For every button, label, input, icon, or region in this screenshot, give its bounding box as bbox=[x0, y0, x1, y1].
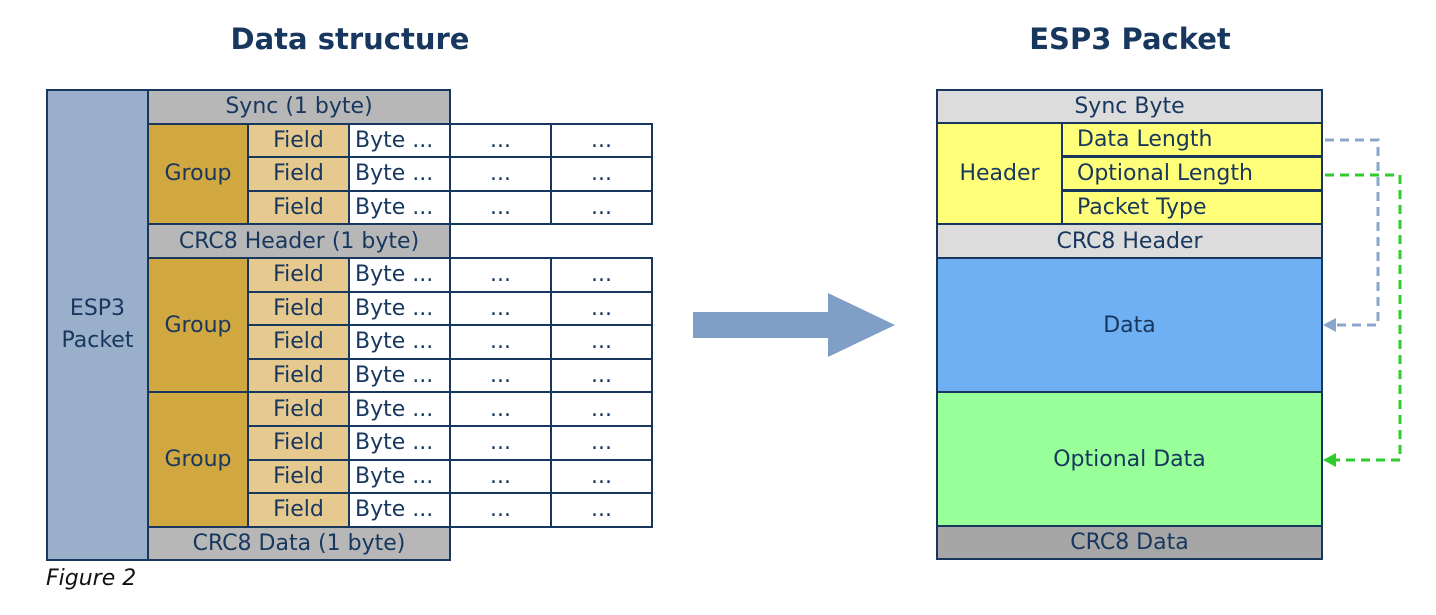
ellipsis-cell: ... bbox=[550, 458, 653, 495]
length-connectors bbox=[1323, 138, 1402, 467]
data-length-connector bbox=[1325, 138, 1380, 327]
byte-cell: Byte ... bbox=[348, 458, 451, 495]
transform-arrow-icon bbox=[693, 293, 895, 357]
ellipsis-cell: ... bbox=[449, 458, 552, 495]
field-cell: Field bbox=[247, 391, 350, 427]
group-box: Group bbox=[147, 391, 249, 528]
crc8-data-box: CRC8 Data bbox=[936, 525, 1323, 560]
byte-cell: Byte ... bbox=[348, 122, 451, 159]
data-length-field: Data Length bbox=[1061, 122, 1323, 157]
optional-length-connector bbox=[1325, 173, 1402, 462]
ellipsis-cell: ... bbox=[449, 290, 552, 327]
ellipsis-cell: ... bbox=[449, 357, 552, 394]
field-cell: Field bbox=[247, 357, 350, 394]
ellipsis-cell: ... bbox=[550, 391, 653, 427]
field-cell: Field bbox=[247, 290, 350, 327]
group-box: Group bbox=[147, 257, 249, 394]
field-cell: Field bbox=[247, 156, 350, 192]
optional-data-box: Optional Data bbox=[936, 391, 1323, 527]
sync-row: Sync (1 byte) bbox=[147, 89, 451, 125]
byte-cell: Byte ... bbox=[348, 290, 451, 327]
field-cell: Field bbox=[247, 492, 350, 528]
ellipsis-cell: ... bbox=[550, 324, 653, 360]
ellipsis-cell: ... bbox=[449, 425, 552, 461]
field-cell: Field bbox=[247, 458, 350, 495]
byte-cell: Byte ... bbox=[348, 425, 451, 461]
ellipsis-cell: ... bbox=[550, 357, 653, 394]
group-box: Group bbox=[147, 122, 249, 226]
ellipsis-cell: ... bbox=[449, 492, 552, 528]
ellipsis-cell: ... bbox=[550, 156, 653, 192]
data-length-arrowhead-icon bbox=[1323, 318, 1336, 332]
field-cell: Field bbox=[247, 324, 350, 360]
ellipsis-cell: ... bbox=[449, 189, 552, 226]
byte-cell: Byte ... bbox=[348, 492, 451, 528]
byte-cell: Byte ... bbox=[348, 156, 451, 192]
header-box: Header bbox=[936, 122, 1063, 225]
crc8-header-row: CRC8 Header (1 byte) bbox=[147, 223, 451, 259]
ellipsis-cell: ... bbox=[550, 189, 653, 226]
ellipsis-cell: ... bbox=[449, 391, 552, 427]
data-box: Data bbox=[936, 257, 1323, 393]
figure-caption: Figure 2 bbox=[46, 566, 137, 591]
ellipsis-cell: ... bbox=[550, 257, 653, 293]
ellipsis-cell: ... bbox=[550, 492, 653, 528]
sync-byte-box: Sync Byte bbox=[936, 89, 1323, 124]
byte-cell: Byte ... bbox=[348, 324, 451, 360]
crc8-data-row: CRC8 Data (1 byte) bbox=[147, 525, 451, 562]
esp3-packet-title: ESP3 Packet bbox=[1029, 22, 1231, 56]
field-cell: Field bbox=[247, 122, 350, 159]
ellipsis-cell: ... bbox=[550, 122, 653, 159]
ellipsis-cell: ... bbox=[449, 257, 552, 293]
byte-cell: Byte ... bbox=[348, 189, 451, 226]
data-structure-title: Data structure bbox=[230, 22, 470, 56]
ellipsis-cell: ... bbox=[550, 425, 653, 461]
crc8-header-box: CRC8 Header bbox=[936, 223, 1323, 259]
ellipsis-cell: ... bbox=[449, 324, 552, 360]
field-cell: Field bbox=[247, 425, 350, 461]
field-cell: Field bbox=[247, 257, 350, 293]
ellipsis-cell: ... bbox=[449, 122, 552, 159]
byte-cell: Byte ... bbox=[348, 357, 451, 394]
optional-length-arrowhead-icon bbox=[1323, 453, 1336, 467]
ellipsis-cell: ... bbox=[550, 290, 653, 327]
byte-cell: Byte ... bbox=[348, 257, 451, 293]
esp3-packet-column: ESP3 Packet bbox=[46, 89, 149, 562]
packet-type-field: Packet Type bbox=[1061, 190, 1323, 225]
ellipsis-cell: ... bbox=[449, 156, 552, 192]
field-cell: Field bbox=[247, 189, 350, 226]
optional-length-field: Optional Length bbox=[1061, 156, 1323, 191]
byte-cell: Byte ... bbox=[348, 391, 451, 427]
